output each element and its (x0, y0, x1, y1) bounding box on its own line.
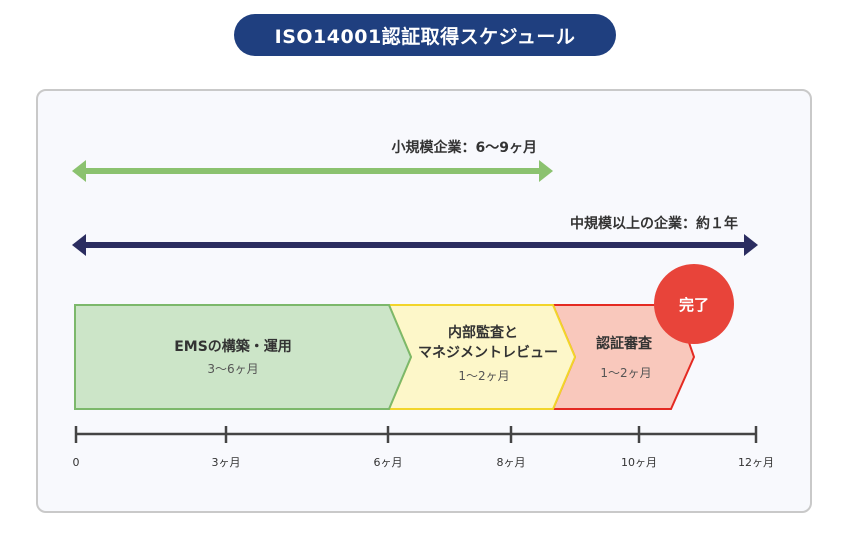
timeline-tick-label: 3ヶ月 (212, 456, 241, 469)
phase-certification-audit-duration: 1〜2ヶ月 (600, 366, 651, 380)
phase-internal-audit-title-line2: マネジメントレビュー (418, 345, 558, 361)
phase-internal-audit-duration: 1〜2ヶ月 (458, 369, 509, 383)
phase-internal-audit-title-line1: 内部監査と (448, 324, 518, 341)
phase-certification-audit-title: 認証審査 (596, 335, 653, 352)
completion-badge: 完了 (654, 264, 734, 344)
medium-company-arrow: 中規模以上の企業：約１年 (72, 215, 758, 256)
small-company-arrow-head-right (539, 160, 553, 182)
medium-company-arrow-label: 中規模以上の企業：約１年 (570, 215, 738, 232)
timeline-tick-label: 6ヶ月 (374, 456, 403, 469)
timeline-tick-label: 10ヶ月 (621, 456, 657, 469)
phase-ems-build-title: EMSの構築・運用 (174, 338, 292, 355)
phase-ems-build (74, 304, 413, 410)
small-company-arrow: 小規模企業：6〜9ヶ月 (72, 139, 553, 182)
phase-ems-build-duration: 3〜6ヶ月 (207, 362, 258, 376)
completion-badge-label: 完了 (679, 296, 709, 314)
small-company-arrow-label: 小規模企業：6〜9ヶ月 (392, 139, 537, 156)
timeline-tick-label: 12ヶ月 (738, 456, 774, 469)
small-company-arrow-head-left (72, 160, 86, 182)
medium-company-arrow-head-right (744, 234, 758, 256)
timeline-tick-label: 0 (73, 456, 80, 469)
completion-badge-circle (654, 264, 734, 344)
medium-company-arrow-head-left (72, 234, 86, 256)
timeline-axis: 0 3ヶ月 6ヶ月 8ヶ月 10ヶ月 12ヶ月 (73, 426, 774, 469)
timeline-tick-label: 8ヶ月 (497, 456, 526, 469)
page-title: ISO14001認証取得スケジュール (234, 14, 616, 56)
